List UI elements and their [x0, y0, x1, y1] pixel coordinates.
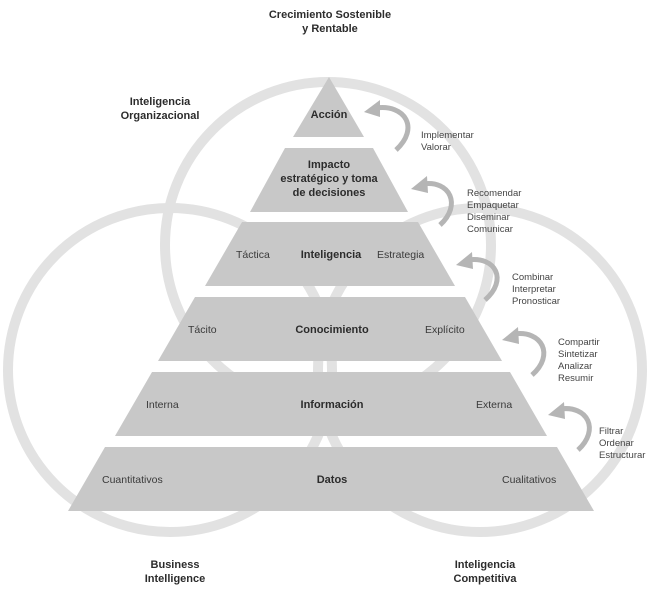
tier-impacto-title-line2: estratégico y toma: [280, 173, 378, 185]
tier-datos-right: Cualitativos: [502, 474, 557, 486]
arrow-3: [456, 252, 500, 302]
ci-label-line1: Inteligencia: [454, 559, 516, 571]
tier-accion-title: Acción: [310, 109, 348, 121]
process-verb: Diseminar: [467, 212, 510, 223]
tier-informacion-title: Información: [300, 399, 364, 411]
tier-conocimiento-left: Tácito: [188, 324, 217, 336]
tier-accion-shape: [293, 77, 364, 137]
org-label: Inteligencia Organizacional: [95, 95, 225, 123]
org-label-line1: Inteligencia: [129, 96, 191, 108]
top-label-line2: y Rentable: [302, 23, 358, 35]
process-list-2: Recomendar Empaquetar Diseminar Comunica…: [467, 188, 521, 236]
tier-informacion-left: Interna: [146, 399, 179, 411]
process-list-4: Compartir Sintetizar Analizar Resumir: [558, 337, 600, 385]
process-verb: Empaquetar: [467, 200, 519, 211]
tier-impacto-title-line1: Impacto: [307, 159, 351, 171]
process-verb: Sintetizar: [558, 349, 598, 360]
arrow-4: [502, 327, 547, 377]
top-label: Crecimiento Sostenible y Rentable: [250, 8, 410, 36]
org-label-line2: Organizacional: [120, 110, 200, 122]
process-verb: Pronosticar: [512, 296, 561, 307]
process-verb: Resumir: [558, 373, 594, 384]
process-verb: Comunicar: [467, 224, 513, 235]
tier-inteligencia-shape: [205, 222, 455, 286]
process-verb: Interpretar: [512, 284, 556, 295]
process-list-1: Implementar Valorar: [421, 130, 474, 154]
process-verb: Analizar: [558, 361, 593, 372]
bi-label-line1: Business: [150, 559, 200, 571]
tier-informacion-right: Externa: [476, 399, 513, 411]
tier-datos-left: Cuantitativos: [102, 474, 163, 486]
arrow-5: [548, 402, 592, 452]
process-verb: Combinar: [512, 272, 554, 283]
circle-business-intelligence: [3, 203, 337, 537]
process-verb: Valorar: [421, 142, 451, 153]
process-list-3: Combinar Interpretar Pronosticar: [512, 272, 560, 308]
tier-conocimiento-right: Explícito: [425, 324, 465, 336]
arrow-1: [364, 100, 411, 152]
process-verb: Estructurar: [599, 450, 646, 461]
bi-label: Business Intelligence: [120, 558, 230, 586]
tier-datos-title: Datos: [316, 474, 348, 486]
tier-inteligencia-right: Estrategia: [377, 249, 425, 261]
tier-inteligencia-left: Táctica: [236, 249, 270, 261]
tier-conocimiento-shape: [158, 297, 502, 361]
process-verb: Recomendar: [467, 188, 522, 199]
circle-competitive-intelligence: [313, 203, 647, 537]
ci-label-line2: Competitiva: [453, 573, 517, 585]
tier-impacto-shape: [250, 148, 408, 212]
ci-label: Inteligencia Competitiva: [430, 558, 540, 586]
tier-informacion-shape: [115, 372, 547, 436]
process-verb: Ordenar: [599, 438, 634, 449]
tier-datos-shape: [68, 447, 594, 511]
process-verb: Compartir: [558, 337, 600, 348]
bi-label-line2: Intelligence: [144, 573, 206, 585]
process-verb: Filtrar: [599, 426, 624, 437]
tier-impacto-title-line3: de decisiones: [292, 187, 366, 199]
arrow-2: [411, 176, 454, 227]
tier-impacto-title: Impacto estratégico y toma de decisiones: [280, 158, 377, 200]
process-verb: Implementar: [421, 130, 474, 141]
tier-inteligencia-title: Inteligencia: [300, 249, 362, 261]
tier-conocimiento-title: Conocimiento: [295, 324, 369, 336]
process-list-5: Filtrar Ordenar Estructurar: [599, 426, 645, 462]
top-label-line1: Crecimiento Sostenible: [268, 9, 392, 21]
